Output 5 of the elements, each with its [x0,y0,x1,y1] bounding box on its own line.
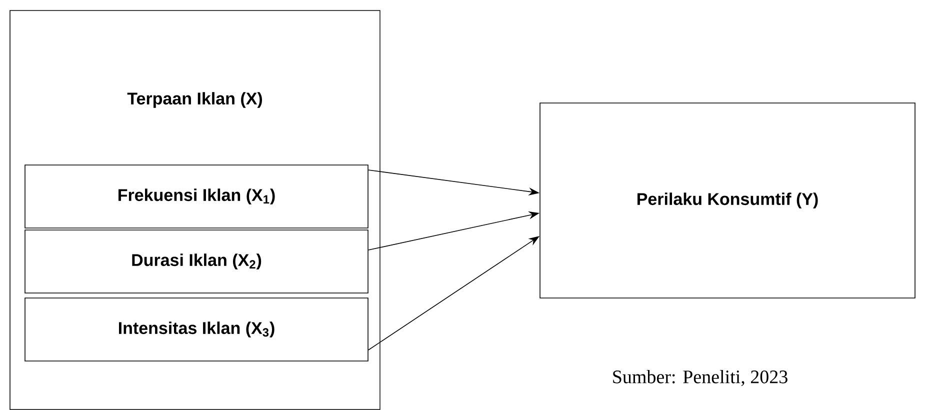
variable-box: Frekuensi Iklan (X$_{1}$) [24,164,368,228]
variable-box: Intensitas Iklan (X$_{3}$) [24,298,368,362]
variable-box: Perilaku Konsumtif (Y) [540,102,916,298]
caption: Sumber: Peneliti, 2023 [613,370,788,386]
variable-box: Durasi Iklan (X$_{2}$) [24,230,368,294]
